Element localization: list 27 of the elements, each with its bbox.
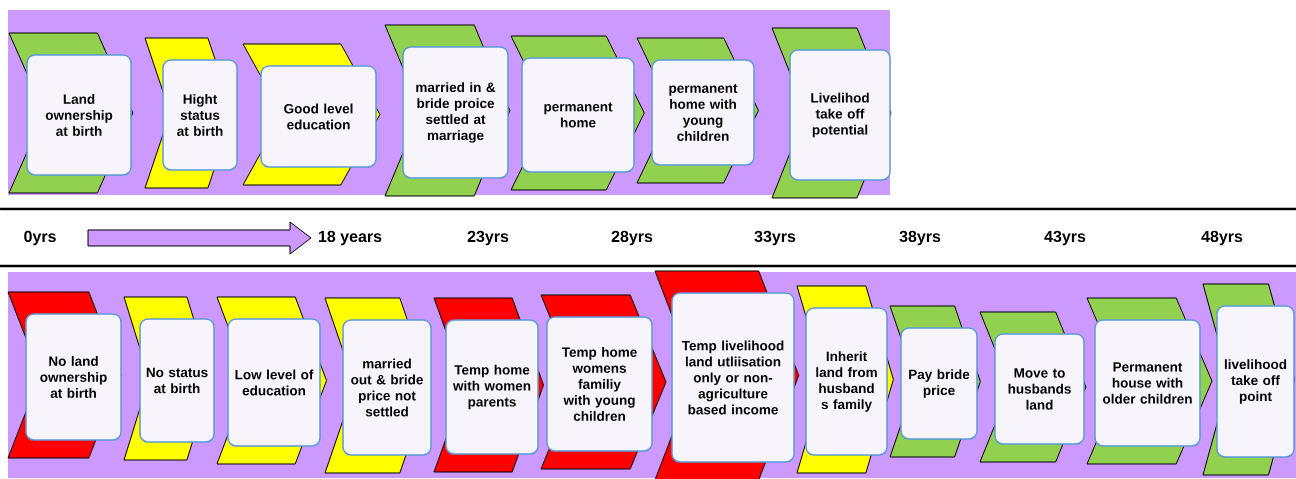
chevron-text-box: No status at birth (123, 296, 215, 461)
chevron-text-box: Good level education (242, 43, 381, 186)
chevron-text-box: Temp home womens familiy with young children (540, 294, 667, 470)
chevron-text-box: Temp livelihood land utliisation only or non-agriculture based income (654, 270, 800, 479)
year-label: 0yrs (24, 230, 56, 246)
chevron-text-box: No land ownership at birth (7, 291, 122, 459)
chevron-text-box: married out & bride price not settled (324, 297, 432, 474)
chevron-text-box: permanent home (510, 35, 645, 191)
chevron-text-box: permanent home with young children (636, 37, 759, 184)
chevron-text-box: Hight status at birth (144, 37, 238, 189)
chevron-text-box: Inherit land from husband s family (796, 285, 894, 474)
year-label: 18 years (319, 230, 382, 246)
year-label: 23yrs (467, 230, 509, 246)
chevron-text-box: Temp home with women parents (433, 297, 544, 473)
year-label: 38yrs (899, 230, 941, 246)
year-label: 33yrs (754, 230, 796, 246)
chevron-text-box: Permanent house with older children (1086, 297, 1213, 465)
chevron-text-box: Livelihod take off potential (771, 27, 892, 199)
year-label: 48yrs (1201, 230, 1243, 246)
chevron-text-box: Land ownership at birth (8, 32, 134, 194)
year-label: 43yrs (1044, 230, 1086, 246)
chevron-text-box: Low level of education (216, 296, 327, 465)
chevron-text-box: Move to husbands land (979, 311, 1087, 463)
chevron-text-box: married in & bride proice settled at marriage (384, 24, 511, 197)
chevron-text-box: livelihood take off point (1202, 283, 1296, 476)
chevron-text-box: Pay bride price (889, 305, 981, 458)
year-label: 28yrs (611, 230, 653, 246)
